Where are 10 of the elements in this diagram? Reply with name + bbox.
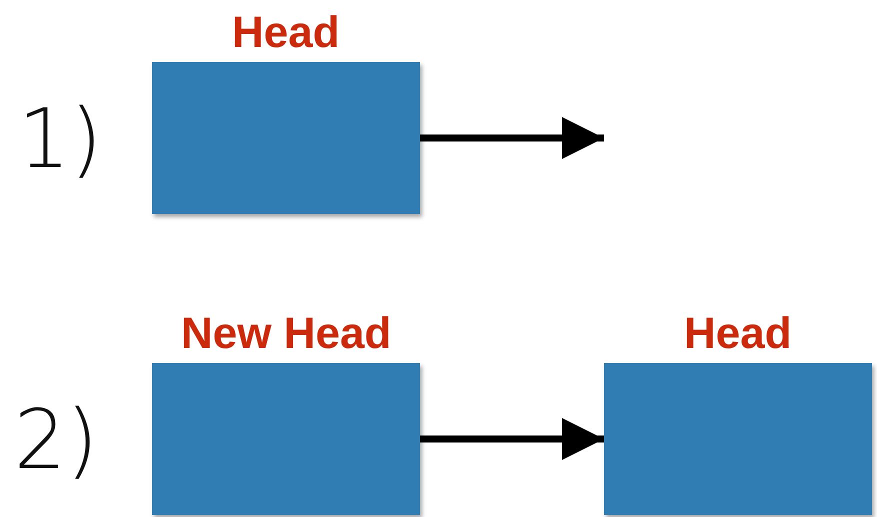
node-box [604, 363, 872, 515]
node-box [152, 363, 420, 515]
node-box [152, 62, 420, 214]
arrow [420, 418, 604, 460]
node-heading: Head [232, 8, 340, 58]
arrow [420, 117, 604, 159]
step-number: 2) [14, 396, 98, 486]
step-number: 1) [18, 95, 102, 185]
node-heading: Head [684, 309, 792, 359]
node-heading: New Head [181, 309, 392, 359]
